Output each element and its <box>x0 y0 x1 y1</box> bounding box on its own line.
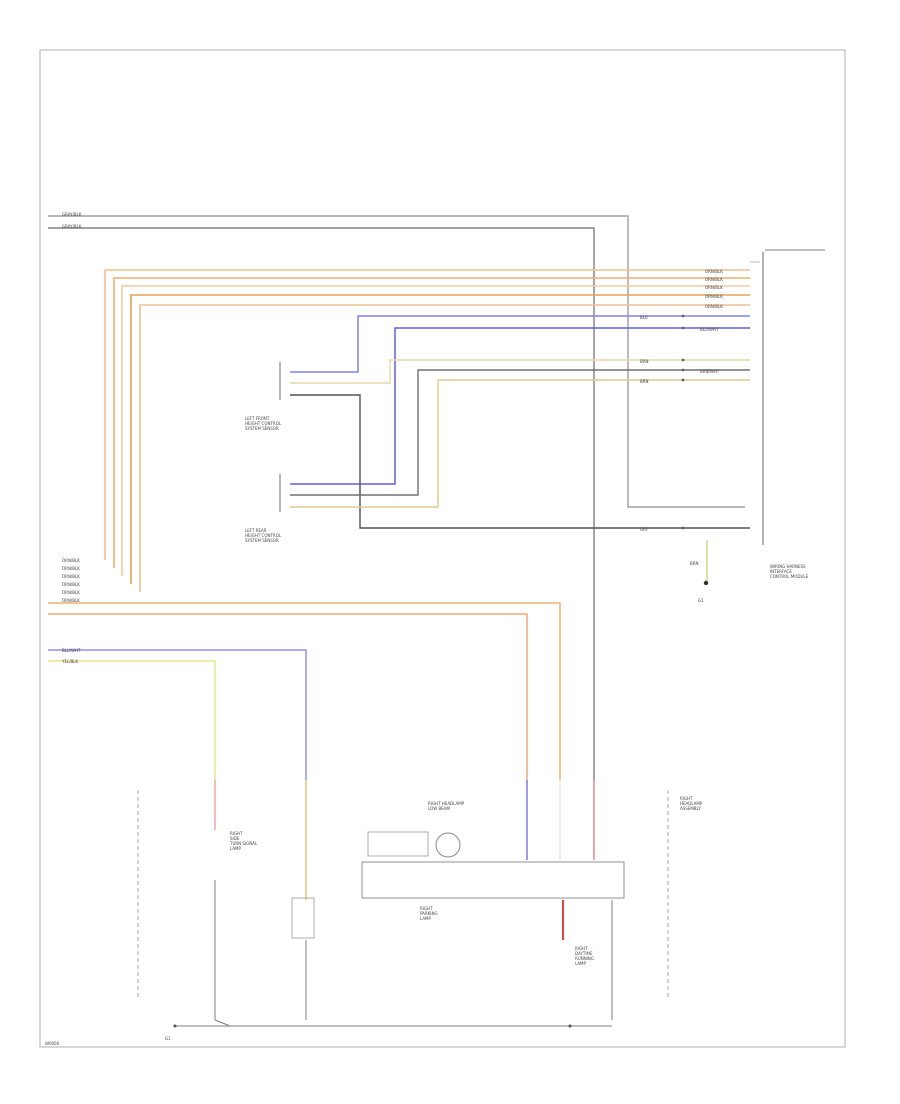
left-bus-label-3: ORN/BLK <box>62 574 80 579</box>
module-pin-gray: GRY <box>640 527 649 532</box>
ground-id-upper: G1 <box>698 598 704 603</box>
bottom-label-yellow: YEL/BLK <box>61 659 79 664</box>
sensor-signal-wires: BRN BRN/WHT BRN GRY <box>290 359 750 532</box>
headlamp-orange-wires <box>48 602 561 780</box>
ground-wire-label: BRN <box>690 561 699 566</box>
module-pin-blue-1: BLU <box>640 315 648 320</box>
module-pin-mid-1: BRN <box>640 359 649 364</box>
left-bus-label-4: ORN/BLK <box>62 582 80 587</box>
splice-dots <box>681 314 685 530</box>
left-bus-label-2: ORN/BLK <box>62 566 80 571</box>
left-bus-label-6: ORN/BLK <box>62 598 80 603</box>
diagram-border <box>39 49 846 1048</box>
module-pin-blue-2: BLU/WHT <box>700 327 719 332</box>
orange-bus-wires: ORN/BLK ORN/BLK ORN/BLK ORN/BLK ORN/BLK <box>104 269 750 592</box>
module-ground: BRN G1 <box>690 540 709 603</box>
lamp-drop-wires <box>214 780 595 940</box>
wire-label-bus-4: ORN/BLK <box>705 294 723 299</box>
wire-label-bus-5: ORN/BLK <box>705 304 723 309</box>
left-bus-labels: ORN/BLK ORN/BLK ORN/BLK ORN/BLK ORN/BLK … <box>62 558 80 603</box>
left-bus-label-1: ORN/BLK <box>62 558 80 563</box>
bottom-label-blue: BLU/WHT <box>62 648 81 653</box>
wire-label-top-1: GRAY/BLK <box>62 212 82 217</box>
wire-label-bus-2: ORN/BLK <box>705 277 723 282</box>
wire-label-bus-3: ORN/BLK <box>705 285 723 290</box>
module-pin-mid-2: BRN/WHT <box>700 369 720 374</box>
wire-label-top-2: GRAY/BLK <box>62 224 82 229</box>
ground-rails: G1 <box>165 880 613 1041</box>
page-code: W0000 <box>45 1041 60 1046</box>
module-pin-mid-3: BRN <box>640 379 649 384</box>
wire-label-bus-1: ORN/BLK <box>705 269 723 274</box>
top-gray-wires: GRAY/BLK GRAY/BLK <box>48 212 745 780</box>
left-bus-label-5: ORN/BLK <box>62 590 80 595</box>
lamp-feed-wires: BLU/WHT YEL/BLK <box>48 648 307 780</box>
blue-sensor-wires: BLU BLU/WHT <box>290 315 750 485</box>
ground-id-lower: G1 <box>165 1036 171 1041</box>
